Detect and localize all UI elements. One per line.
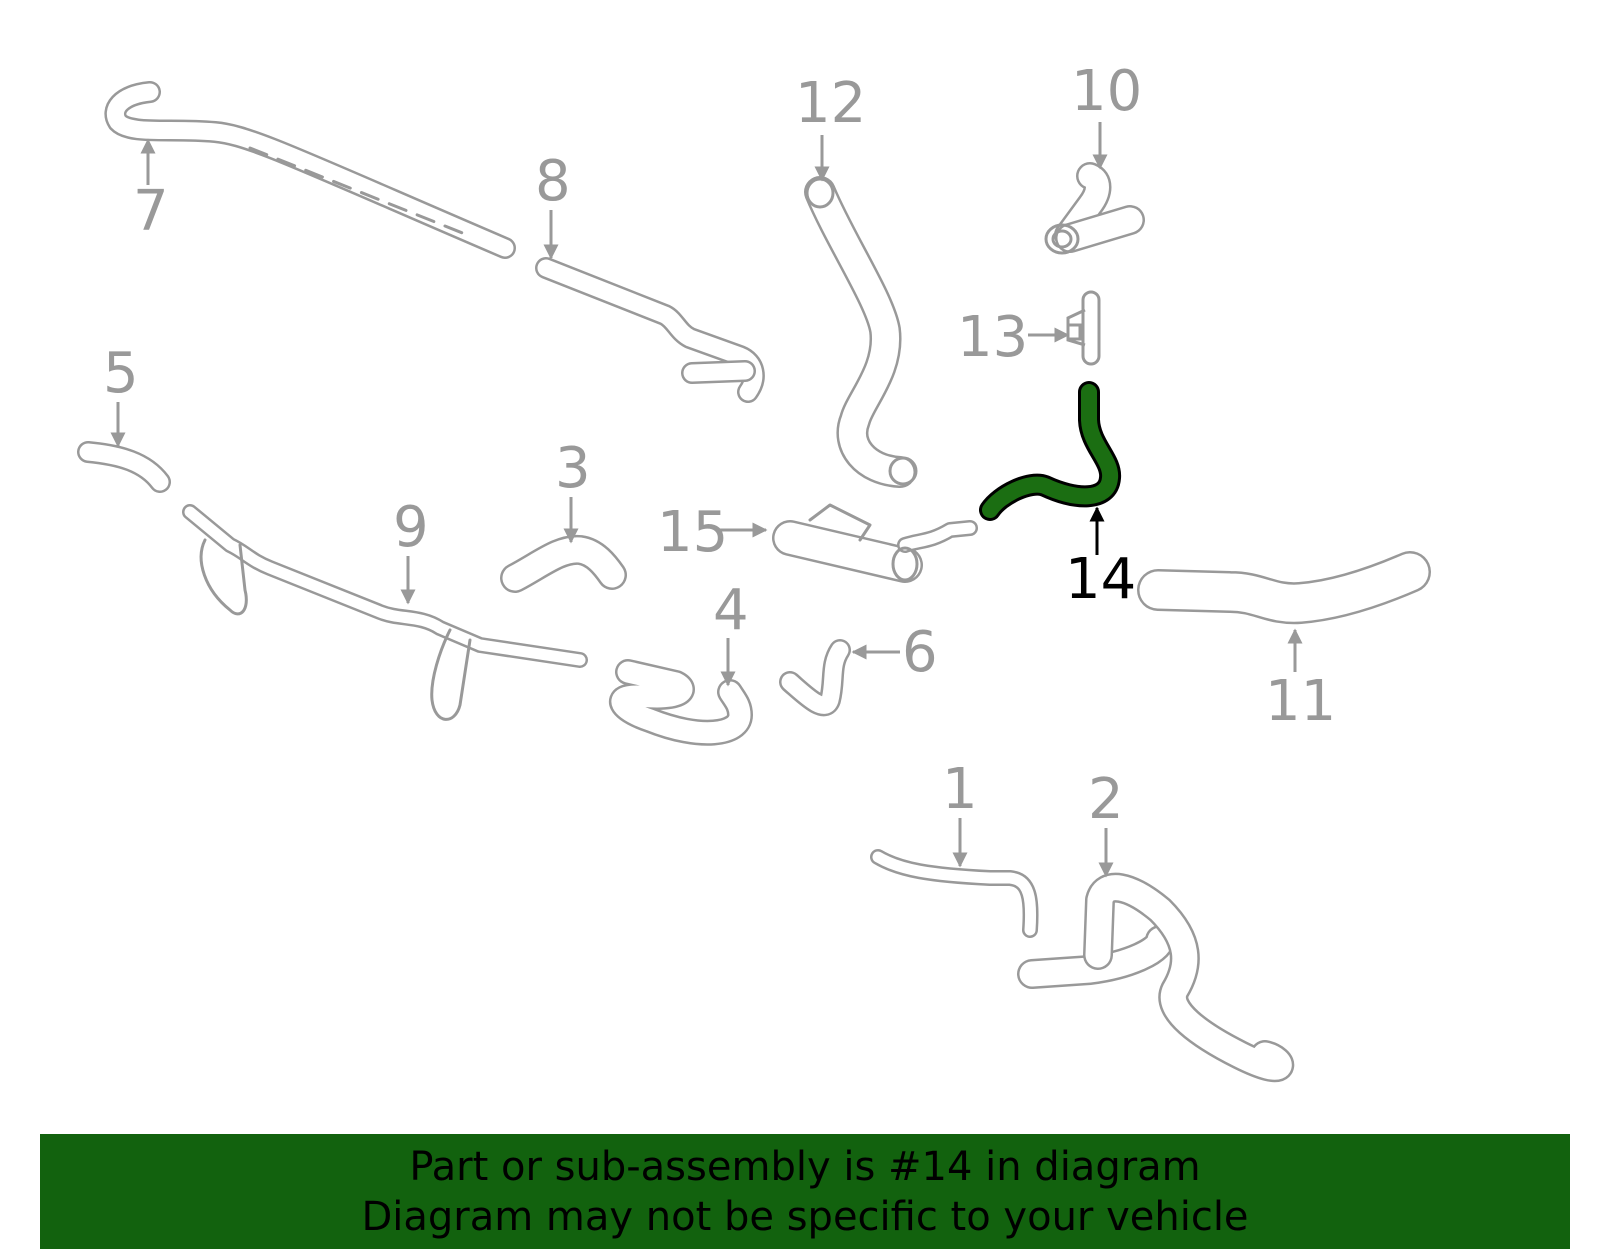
callout-6: 6	[902, 620, 938, 685]
callout-1: 1	[942, 757, 978, 822]
part-6-hose	[779, 639, 851, 717]
part-8-hose	[535, 257, 765, 403]
part-3-hose	[500, 534, 627, 593]
part-13-clip	[1066, 290, 1101, 366]
part-5-hose	[77, 441, 171, 493]
part-14-hose-highlighted	[979, 381, 1122, 521]
leader-arrows	[110, 122, 1303, 878]
banner-part-text: Part or sub-assembly is #14 in diagram	[409, 1144, 1201, 1190]
callout-4: 4	[713, 578, 749, 643]
callout-10: 10	[1071, 59, 1143, 124]
callout-3: 3	[555, 436, 591, 501]
info-banner: Part or sub-assembly is #14 in diagram D…	[40, 1134, 1570, 1249]
part-15-housing	[772, 503, 978, 583]
callout-8: 8	[535, 149, 571, 214]
part-10-connector	[1044, 162, 1145, 255]
callout-15: 15	[657, 500, 729, 565]
callout-5: 5	[103, 341, 139, 406]
callout-9: 9	[393, 495, 429, 560]
callout-12: 12	[795, 71, 867, 136]
part-9-pipe	[182, 504, 588, 721]
part-1-hose	[870, 849, 1039, 938]
callout-13: 13	[957, 305, 1029, 370]
part-7-hose	[104, 81, 516, 259]
part-12-hose	[804, 176, 918, 488]
callout-11: 11	[1265, 669, 1337, 734]
part-11-hose	[1137, 551, 1431, 625]
banner-disclaimer-text: Diagram may not be specific to your vehi…	[361, 1194, 1249, 1240]
part-4-hose	[608, 659, 753, 746]
callout-7: 7	[133, 179, 169, 244]
callout-14: 14	[1065, 547, 1137, 612]
callout-2: 2	[1088, 767, 1124, 832]
part-2-hose	[1017, 872, 1295, 1083]
